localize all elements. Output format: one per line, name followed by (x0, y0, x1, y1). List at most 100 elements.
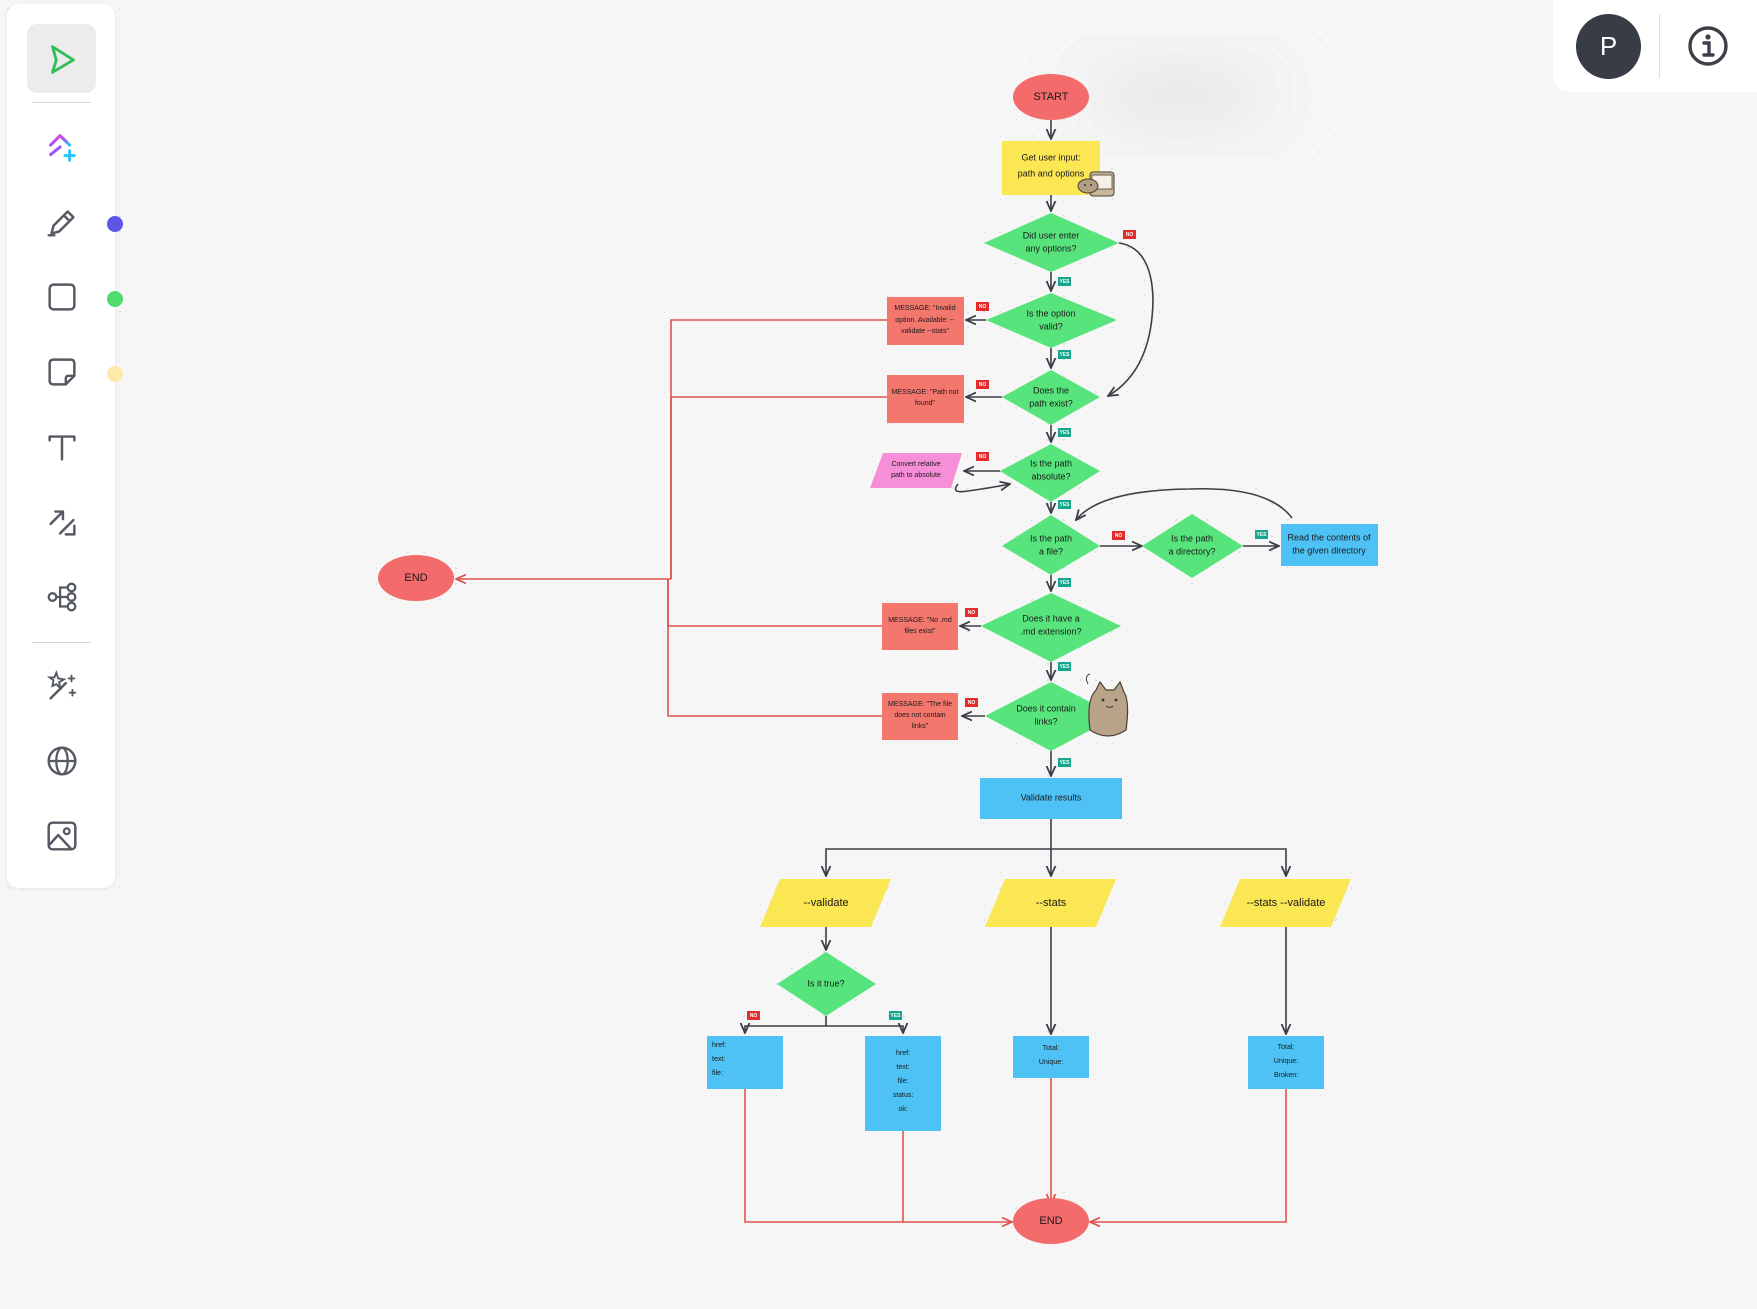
end-node-left[interactable]: END (378, 555, 454, 601)
option-validate-node[interactable]: --validate (760, 879, 891, 927)
convert-label: Convert relative (891, 461, 940, 468)
input-label: Get user input: (1021, 152, 1080, 162)
option-stats-validate-node[interactable]: --stats --validate (1220, 879, 1351, 927)
message-label: links" (912, 723, 929, 730)
magic-wand-icon (46, 669, 76, 700)
start-node[interactable]: START (1013, 74, 1089, 120)
decision-label: a directory? (1168, 546, 1215, 556)
svg-text:YES: YES (890, 1013, 901, 1019)
decision-absolute[interactable]: Is the path absolute? (1000, 444, 1100, 502)
option-label: --validate (803, 897, 848, 909)
image-icon (46, 820, 77, 851)
svg-text:YES: YES (1059, 430, 1070, 436)
sticky-note-tool[interactable] (27, 337, 96, 406)
text-tool[interactable] (27, 412, 96, 481)
connector (1076, 487, 1293, 520)
decision-option-valid[interactable]: Is the option valid? (986, 293, 1117, 348)
connector-tool[interactable] (27, 487, 96, 556)
avatar[interactable]: P (1576, 14, 1641, 79)
svg-text:NO: NO (968, 610, 976, 616)
ai-tool[interactable] (27, 112, 96, 181)
svg-text:YES: YES (1059, 664, 1070, 670)
globe-icon (46, 745, 77, 776)
validate-results-node[interactable]: Validate results (980, 778, 1122, 819)
info-icon (1688, 26, 1728, 66)
svg-text:YES: YES (1059, 502, 1070, 508)
shape-tool[interactable] (27, 262, 96, 331)
option-label: --stats (1036, 897, 1067, 909)
decision-label: links? (1034, 716, 1057, 726)
text-icon (47, 434, 76, 461)
select-tool[interactable] (27, 24, 96, 93)
decision-options[interactable]: Did user enter any options? (984, 213, 1119, 272)
mindmap-icon (47, 582, 76, 611)
read-dir-label: Read the contents of (1287, 532, 1371, 542)
decision-label: path exist? (1029, 398, 1073, 408)
output-stats-node[interactable]: Total: Unique: (1013, 1036, 1089, 1078)
read-directory-node[interactable]: Read the contents of the given directory (1281, 524, 1378, 566)
header-panel: P (1553, 0, 1757, 92)
yes-badge: YES (1058, 758, 1071, 767)
pen-tool[interactable] (27, 187, 96, 256)
svg-text:YES: YES (1059, 580, 1070, 586)
output-label: Unique: (1274, 1058, 1298, 1065)
shape-color-dot[interactable] (107, 291, 123, 307)
decision-label: Did user enter (1023, 230, 1080, 240)
decision-file[interactable]: Is the path a file? (1002, 515, 1100, 575)
decision-label: Is it true? (807, 978, 844, 988)
message-path-not-found[interactable]: MESSAGE: "Path not found" (887, 375, 964, 423)
no-badge: NO (1123, 230, 1136, 239)
message-no-md[interactable]: MESSAGE: "No .md files exist" (882, 603, 958, 650)
toolbar-separator (32, 642, 91, 643)
output-false-node[interactable]: href: text: file: (707, 1036, 783, 1089)
yes-badge: YES (1255, 530, 1268, 539)
option-stats-node[interactable]: --stats (985, 879, 1116, 927)
cat-laptop-sticker (1077, 171, 1115, 197)
decision-label: a file? (1039, 546, 1063, 556)
badges: NO YES NO YES NO YES NO YES NO YES YES N… (747, 230, 1268, 1020)
output-true-node[interactable]: href: text: file: status: ok: (865, 1036, 941, 1131)
connector (1090, 1089, 1287, 1222)
cursor-icon (50, 44, 75, 74)
dark-connectors (745, 120, 1293, 1034)
image-tool[interactable] (27, 801, 96, 870)
decision-is-true[interactable]: Is it true? (777, 952, 876, 1016)
message-label: MESSAGE: "Invalid (894, 305, 955, 312)
decision-path-exist[interactable]: Does the path exist? (1002, 370, 1100, 425)
sticky-color-dot[interactable] (107, 366, 123, 382)
svg-text:YES: YES (1256, 532, 1267, 538)
embed-tool[interactable] (27, 726, 96, 795)
svg-text:NO: NO (1115, 533, 1123, 539)
start-label: START (1033, 91, 1068, 103)
connector (745, 1016, 827, 1033)
connector (667, 579, 882, 627)
output-label: text: (896, 1064, 909, 1071)
message-invalid-option[interactable]: MESSAGE: "Invalid option. Available: -- … (887, 297, 964, 345)
connector (744, 1089, 1012, 1222)
output-label: href: (896, 1050, 910, 1057)
mindmap-tool[interactable] (27, 562, 96, 631)
message-no-links[interactable]: MESSAGE: "The file does not contain link… (882, 693, 958, 740)
svg-text:NO: NO (979, 304, 987, 310)
svg-text:YES: YES (1059, 352, 1070, 358)
info-button[interactable] (1682, 20, 1734, 72)
connector (1051, 848, 1286, 876)
connector (954, 484, 1010, 493)
decision-label: Is the path (1171, 533, 1213, 543)
no-badge: NO (965, 698, 978, 707)
decision-directory[interactable]: Is the path a directory? (1142, 514, 1243, 578)
svg-text:NO: NO (979, 382, 987, 388)
svg-text:YES: YES (1059, 279, 1070, 285)
message-label: MESSAGE: "Path not (891, 389, 958, 396)
magic-tool[interactable] (27, 651, 96, 720)
pen-color-dot[interactable] (107, 216, 123, 232)
end-node-bottom[interactable]: END (1013, 1198, 1089, 1244)
convert-path-node[interactable]: Convert relative path to absolute (870, 453, 962, 488)
decision-md-extension[interactable]: Does it have a .md extension? (981, 593, 1121, 662)
decision-contains-links[interactable]: Does it contain links? (985, 682, 1117, 751)
output-stats-validate-node[interactable]: Total: Unique: Broken: (1248, 1036, 1324, 1089)
output-label: Total: (1043, 1045, 1060, 1052)
toolbar-separator (32, 102, 91, 103)
no-badge: NO (965, 608, 978, 617)
output-label: href: (712, 1042, 726, 1049)
